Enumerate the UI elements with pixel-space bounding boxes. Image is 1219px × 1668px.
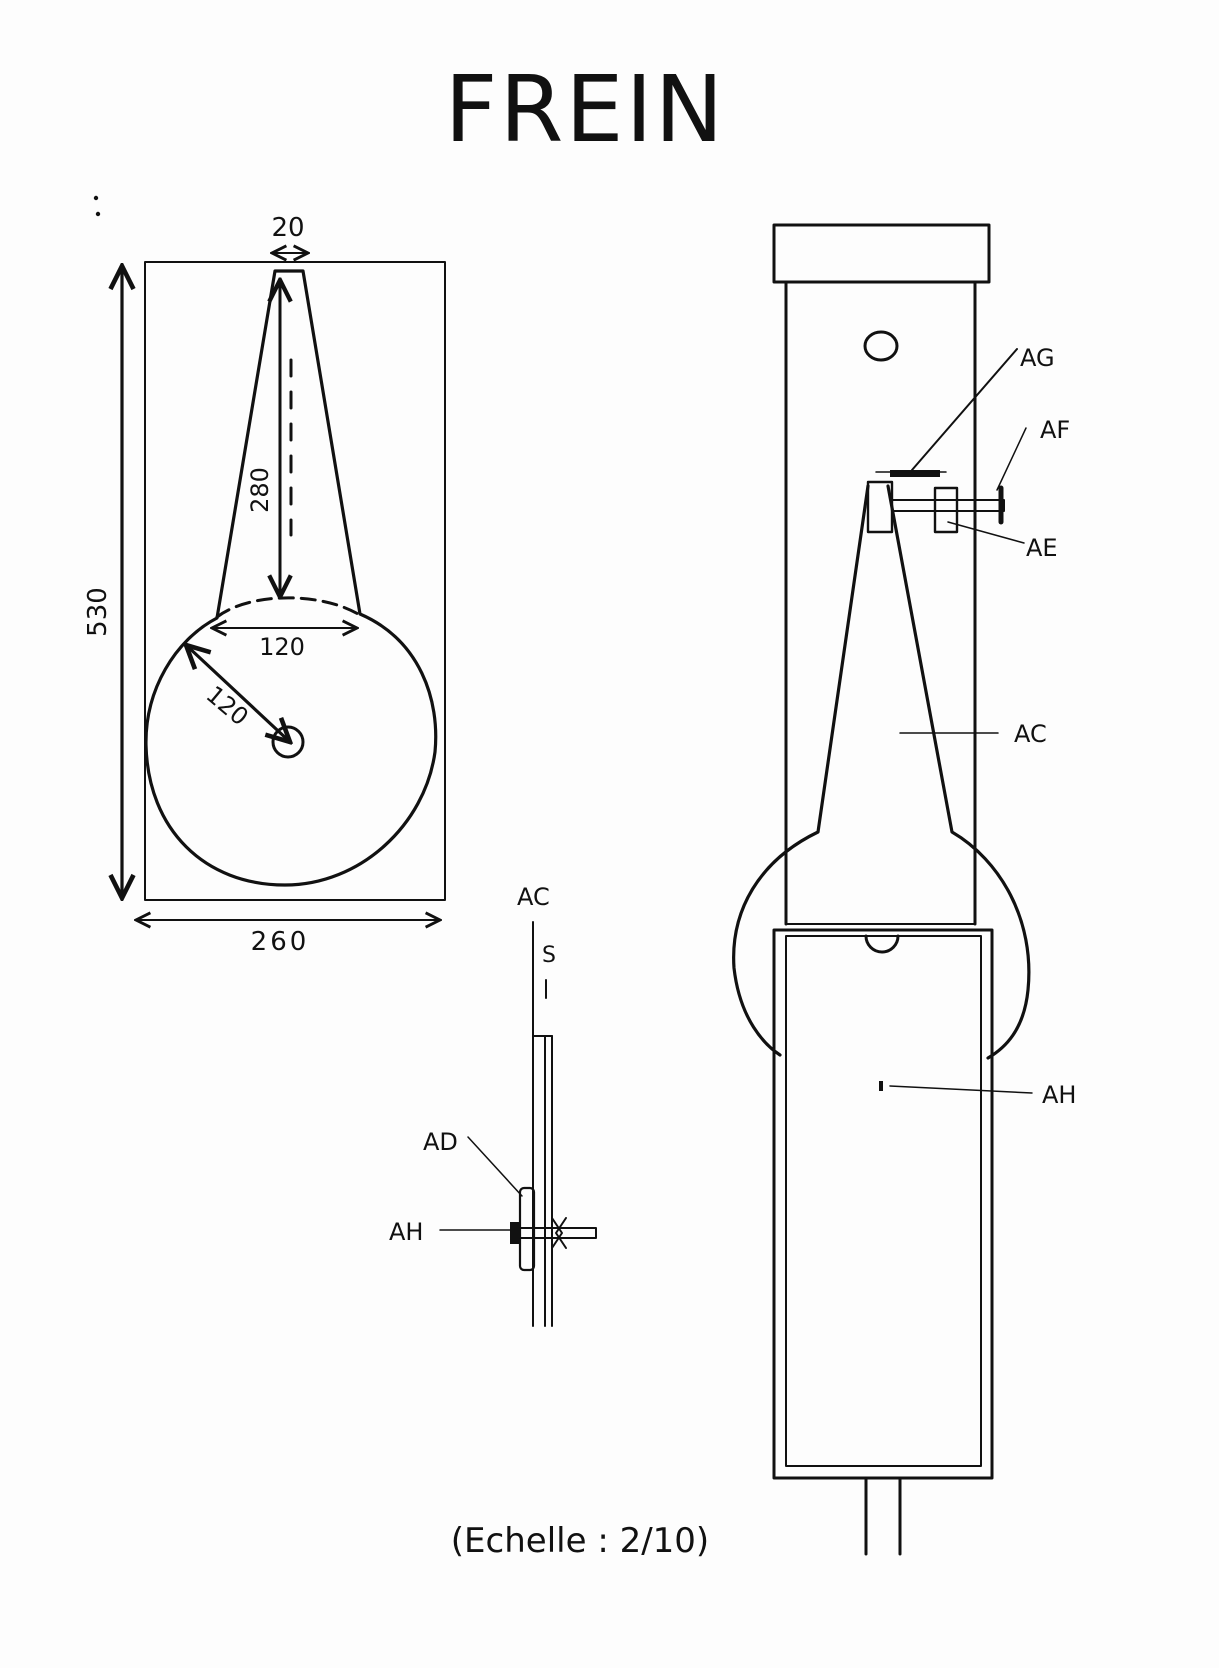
dim-line-radius <box>186 645 290 742</box>
dim-chord: 120 <box>259 633 305 661</box>
label-ad: AD <box>423 1128 458 1156</box>
leader-ag <box>911 348 1018 471</box>
upper-hole <box>863 330 899 362</box>
assembly-brake-shoe <box>732 484 1031 1060</box>
label-s: S <box>542 943 556 968</box>
label-ac-right: AC <box>1014 720 1047 748</box>
nut-marks <box>551 1217 567 1249</box>
label-ac-mid: AC <box>517 883 550 911</box>
brake-plate-view: 20 530 280 120 120 260 <box>83 213 446 957</box>
dim-height: 530 <box>83 587 113 637</box>
spring-strip-ag <box>890 470 940 477</box>
ah-pin-mark <box>879 1081 883 1091</box>
top-cap <box>772 223 991 284</box>
stray-dot <box>95 211 101 217</box>
stray-dot <box>93 195 99 201</box>
label-ae: AE <box>1026 534 1058 562</box>
chord-dashed-line <box>215 596 360 619</box>
bolt-head-ah <box>510 1222 521 1244</box>
dim-base-width: 260 <box>251 927 310 957</box>
lower-sleeve-inner <box>785 935 982 1467</box>
lower-notch <box>864 934 900 954</box>
dim-neck: 280 <box>246 467 274 513</box>
dim-radius: 120 <box>201 680 254 731</box>
label-ag: AG <box>1020 344 1055 372</box>
leader-ah <box>889 1085 1033 1094</box>
dim-top-width: 20 <box>271 213 304 243</box>
clamp-spindle <box>891 499 1005 512</box>
side-section-view: AC S AD AH <box>389 883 597 1327</box>
plate-outline <box>144 261 446 901</box>
label-ah-right: AH <box>1042 1081 1076 1109</box>
leader-ae <box>947 521 1025 544</box>
page-title: FREIN <box>444 56 726 163</box>
brake-shoe-outline <box>144 269 438 887</box>
lower-sleeve-outer <box>772 928 994 1480</box>
leader-af <box>996 427 1027 491</box>
assembly-view: AG AF AE AC AH <box>732 223 1076 1556</box>
leader-ad <box>467 1136 523 1197</box>
scale-note: (Echelle : 2/10) <box>450 1521 710 1561</box>
label-ah-mid: AH <box>389 1218 423 1246</box>
label-af: AF <box>1040 416 1070 444</box>
